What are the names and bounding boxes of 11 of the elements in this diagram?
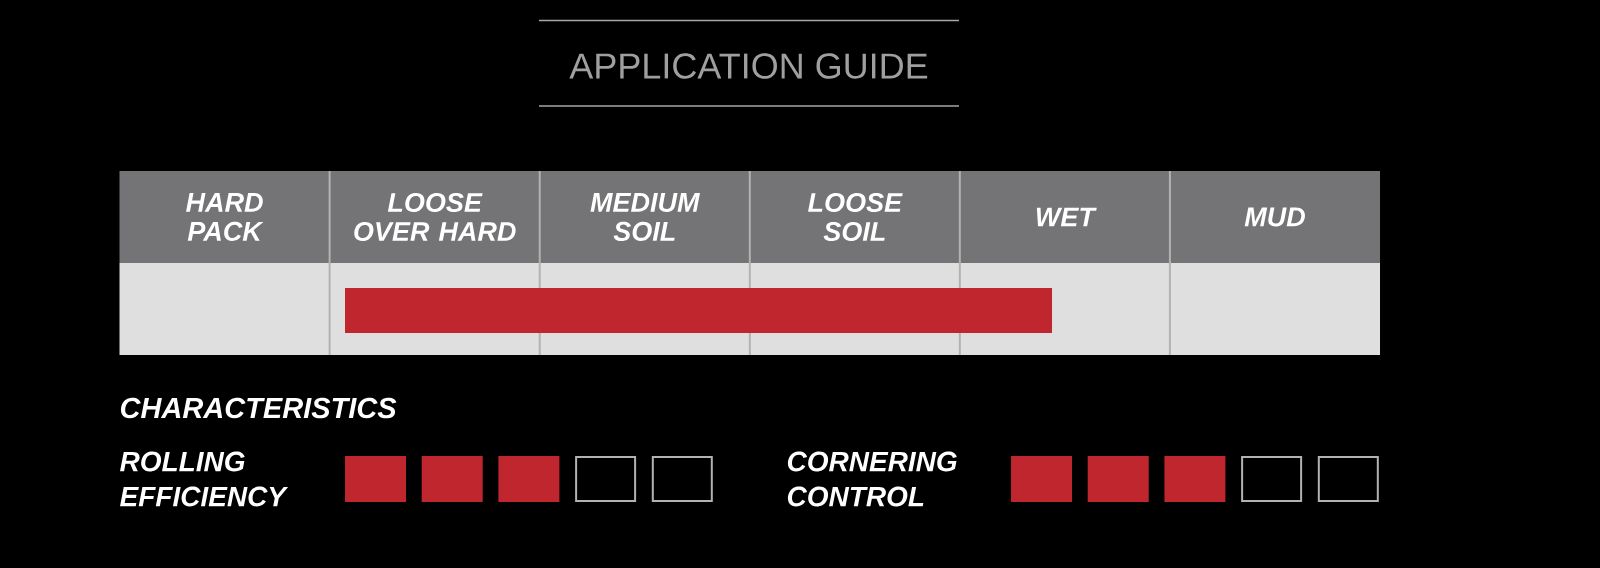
section-heading: CHARACTERISTICS — [120, 397, 397, 419]
range-bar — [345, 288, 1052, 333]
header-cell: LOOSE SOIL — [749, 171, 960, 263]
header-cell: HARD PACK — [119, 171, 330, 263]
rating-label: ROLLING EFFICIENCY — [120, 451, 289, 507]
title: APPLICATION GUIDE — [569, 53, 928, 79]
header-cell: WET — [959, 171, 1170, 263]
rating-label: CORNERING CONTROL — [787, 451, 957, 507]
header-cell: MUD — [1169, 171, 1380, 263]
header-cell: LOOSE OVER HARD — [329, 171, 540, 263]
header-cell: MEDIUM SOIL — [539, 171, 750, 263]
